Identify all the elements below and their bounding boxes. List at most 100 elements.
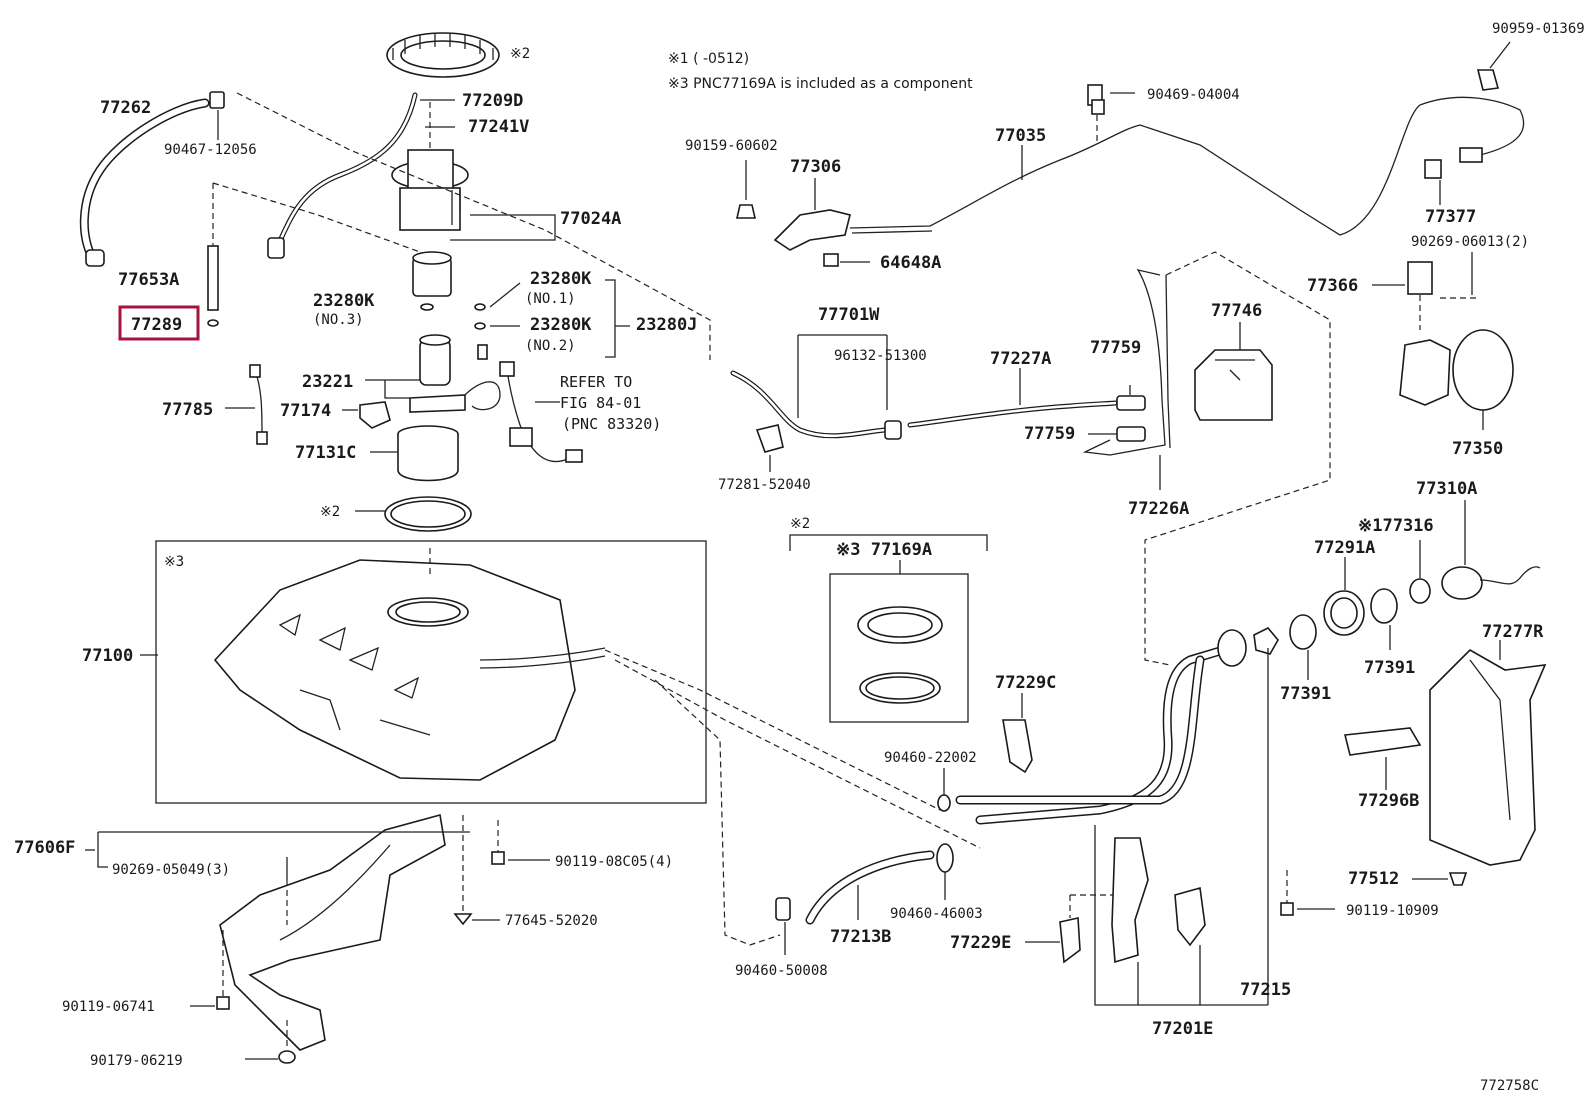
label-177316[interactable]: ※177316 [1358,516,1434,536]
kit-ring [857,606,943,644]
hose-77227A [907,400,1118,428]
fuel-door-77350 [1399,329,1514,411]
housing-77366 [1407,261,1433,295]
label-77100[interactable]: 77100 [82,646,133,666]
label-77277R[interactable]: 77277R [1482,622,1544,642]
label-23221[interactable]: 23221 [302,372,353,392]
label-77350[interactable]: 77350 [1452,439,1503,459]
label-90959-01369[interactable]: 90959-01369 [1492,21,1585,37]
label-23280J[interactable]: 23280J [636,315,697,335]
wire-77785 [249,364,268,445]
label-77229E[interactable]: 77229E [950,933,1011,953]
label-77241V[interactable]: 77241V [468,117,529,137]
refer-line-2[interactable]: FIG 84-01 [560,394,641,412]
label-77391-a[interactable]: 77391 [1280,684,1331,704]
tube-77209D [267,92,418,259]
label-77785[interactable]: 77785 [162,400,213,420]
diagram-id: 772758C [1480,1078,1539,1094]
mark2-gasket: ※2 [320,504,340,520]
label-77366[interactable]: 77366 [1307,276,1358,296]
label-77024A[interactable]: 77024A [560,209,621,229]
label-90269-05049[interactable]: 90269-05049(3) [112,862,230,878]
bracket-77229E [1059,917,1081,964]
label-90467-12056[interactable]: 90467-12056 [164,142,257,158]
cable-77035 [849,96,1525,236]
label-90159-60602[interactable]: 90159-60602 [685,138,778,154]
filler-pipe [955,629,1247,825]
label-90269-06013[interactable]: 90269-06013(2) [1411,234,1529,250]
label-77281-52040[interactable]: 77281-52040 [718,477,811,493]
label-77606F[interactable]: 77606F [14,838,75,858]
label-77701W[interactable]: 77701W [818,305,880,325]
bolt-90119-06741 [216,996,230,1010]
label-23280K-no2[interactable]: 23280K [530,315,592,335]
label-77209D[interactable]: 77209D [462,91,523,111]
label-77512[interactable]: 77512 [1348,869,1399,889]
canister-77746 [1194,349,1273,421]
fuel-filter [412,251,452,311]
label-90460-50008[interactable]: 90460-50008 [735,963,828,979]
label-77289[interactable]: 77289 [131,315,182,335]
bolt-90159-60602 [735,204,757,219]
refer-line-3: (PNC 83320) [562,415,661,433]
label-no3: (NO.3) [313,312,364,328]
label-23280K-no3[interactable]: 23280K [313,291,375,311]
label-77131C[interactable]: 77131C [295,443,356,463]
hose-77701W [730,370,902,440]
label-77215[interactable]: 77215 [1240,980,1291,1000]
fuel-tank-77100 [213,559,606,781]
label-no1: (NO.1) [525,291,576,307]
label-77310A[interactable]: 77310A [1416,479,1477,499]
tank-gasket-inner [390,500,466,528]
fuel-pump-23221 [409,334,501,413]
gasket-no1 [474,303,486,311]
sub-tank-77131C [397,425,459,482]
label-77291A[interactable]: 77291A [1314,538,1375,558]
refer-line-1: REFER TO [560,373,632,391]
tank-box-frame [155,540,707,804]
gasket-77391-a [1289,614,1317,650]
label-96132-51300[interactable]: 96132-51300 [834,348,927,364]
label-77296B[interactable]: 77296B [1358,791,1419,811]
nut-64648A [823,253,839,267]
label-77174[interactable]: 77174 [280,401,331,421]
clip-77512 [1448,872,1468,886]
heat-shield-77606F [219,813,446,1051]
label-77653A[interactable]: 77653A [118,270,179,290]
label-90179-06219[interactable]: 90179-06219 [90,1053,183,1069]
label-77262[interactable]: 77262 [100,98,151,118]
connector-77759-a [1116,395,1146,411]
label-90119-06741[interactable]: 90119-06741 [62,999,155,1015]
label-90469-04004[interactable]: 90469-04004 [1147,87,1240,103]
label-77035[interactable]: 77035 [995,126,1046,146]
cap-77310A [1441,566,1541,600]
label-64648A[interactable]: 64648A [880,253,941,273]
label-77645-52020[interactable]: 77645-52020 [505,913,598,929]
label-no2: (NO.2) [525,338,576,354]
clamp-90469-04004 [1087,84,1105,115]
mark2-kit: ※2 [790,516,810,532]
label-77759-b[interactable]: 77759 [1024,424,1075,444]
label-77746[interactable]: 77746 [1211,301,1262,321]
label-90119-10909[interactable]: 90119-10909 [1346,903,1439,919]
label-77169A[interactable]: ※3 77169A [836,540,932,560]
label-90119-08C05[interactable]: 90119-08C05(4) [555,854,673,870]
label-77213B[interactable]: 77213B [830,927,891,947]
label-77377[interactable]: 77377 [1425,207,1476,227]
connector-77759-b [1116,426,1146,442]
label-90460-22002[interactable]: 90460-22002 [884,750,977,766]
label-77227A[interactable]: 77227A [990,349,1051,369]
label-77391-b[interactable]: 77391 [1364,658,1415,678]
hose-77213B [805,850,935,925]
label-77201E[interactable]: 77201E [1152,1019,1213,1039]
label-77226A[interactable]: 77226A [1128,499,1189,519]
clip-77174 [359,401,391,429]
label-90460-46003[interactable]: 90460-46003 [890,906,983,922]
label-23280K-no1[interactable]: 23280K [530,269,592,289]
label-77306[interactable]: 77306 [790,157,841,177]
label-77759-a[interactable]: 77759 [1090,338,1141,358]
clamp-90460-46003 [936,843,954,873]
label-77229C[interactable]: 77229C [995,673,1056,693]
retainer-ring-top [386,32,500,78]
